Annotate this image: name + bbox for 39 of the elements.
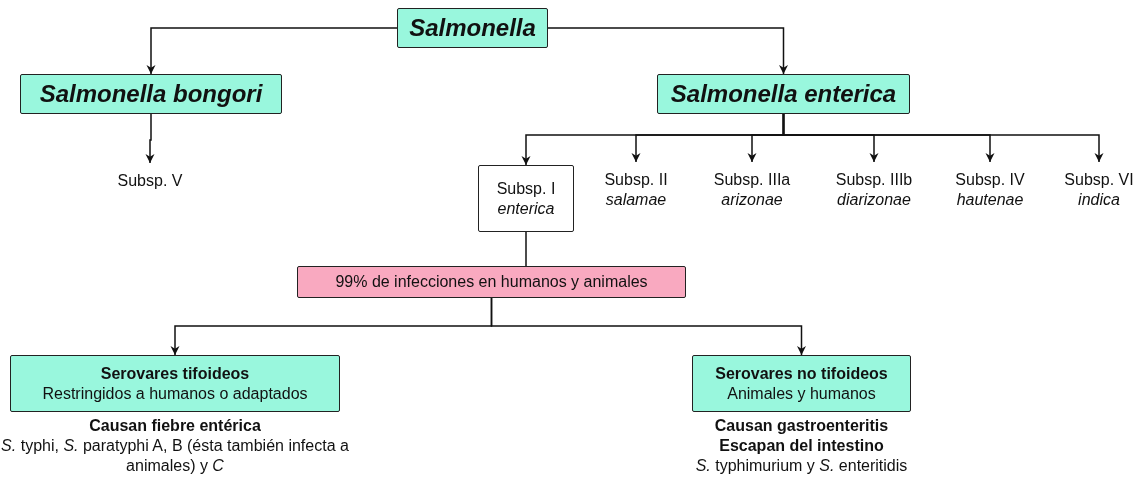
box-text: diarizonae bbox=[837, 190, 911, 210]
subspecies-box bbox=[478, 165, 574, 232]
taxon-box bbox=[397, 8, 548, 48]
box-title: Subsp. I bbox=[496, 178, 556, 199]
box-text: enterica bbox=[497, 198, 555, 219]
arrow bbox=[547, 27, 788, 75]
box-title: Salmonella bbox=[409, 14, 536, 42]
arrow bbox=[490, 297, 806, 356]
box-text: Animales y humanos bbox=[727, 383, 876, 404]
box-text: hautenae bbox=[956, 190, 1024, 210]
box-text: arizonae bbox=[721, 190, 783, 210]
arrow bbox=[145, 113, 155, 164]
arrow bbox=[782, 113, 1104, 163]
note-text: Escapan del intestino bbox=[718, 436, 885, 456]
arrow bbox=[146, 27, 398, 75]
box-text: indica bbox=[1078, 190, 1120, 210]
subspecies-label: Subsp. IIIb bbox=[835, 170, 913, 190]
box-text: salamae bbox=[605, 190, 667, 210]
note-text: Causan fiebre entérica bbox=[88, 416, 262, 436]
box-title: Salmonella bongori bbox=[39, 80, 263, 108]
subspecies-label: Subsp. VI bbox=[1064, 170, 1134, 190]
box-title: Serovares no tifoideos bbox=[715, 363, 888, 384]
box-title: 99% de infecciones en humanos y animales bbox=[335, 272, 648, 292]
taxon-box bbox=[20, 74, 282, 114]
note-text: Causan gastroenteritis bbox=[713, 416, 890, 436]
note-box bbox=[297, 266, 686, 298]
box-title: Salmonella enterica bbox=[670, 80, 897, 108]
subspecies-label: Subsp. IV bbox=[955, 170, 1025, 190]
note-text: S. typhimurium y S. enteritidis bbox=[694, 456, 909, 476]
box-text: Restringidos a humanos o adaptados bbox=[42, 383, 308, 404]
box-title: Serovares tifoideos bbox=[100, 363, 250, 384]
taxon-box bbox=[692, 355, 911, 412]
taxon-box bbox=[10, 355, 340, 412]
note-text: S. typhi, S. paratyphi A, B (ésta también infecta a animales) y C bbox=[0, 436, 350, 476]
subspecies-label: Subsp. IIIa bbox=[713, 170, 791, 190]
subspecies-label: Subsp. V bbox=[117, 171, 183, 191]
connector-line bbox=[525, 231, 527, 267]
subspecies-label: Subsp. II bbox=[604, 170, 668, 190]
taxon-box bbox=[657, 74, 910, 114]
